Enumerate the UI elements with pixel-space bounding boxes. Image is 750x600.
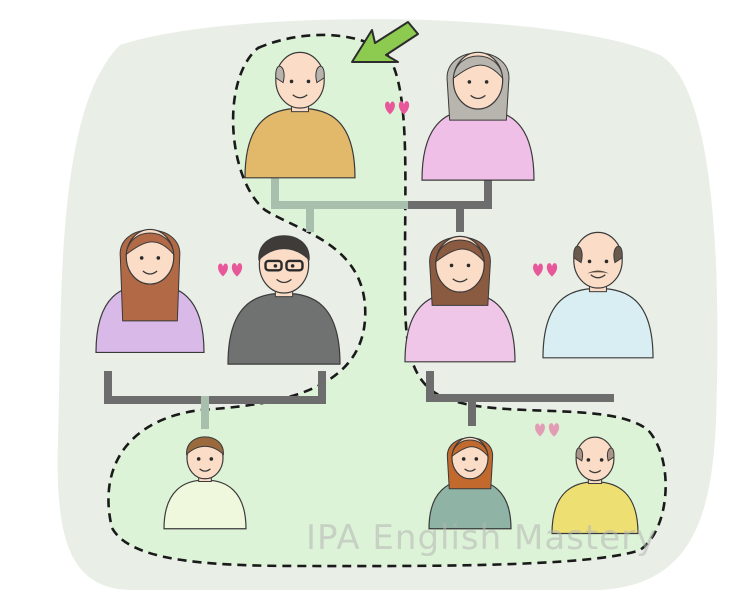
heart-shape [398, 101, 410, 115]
eye [289, 79, 294, 84]
hair [575, 447, 615, 462]
hair-fringe [451, 439, 489, 458]
heart-shape [548, 423, 560, 437]
family-member-grandmother [421, 51, 535, 181]
eye [306, 79, 311, 84]
moustache [587, 270, 609, 274]
arrow-icon [351, 21, 419, 63]
heart-shape [231, 263, 243, 277]
family-member-father [542, 231, 654, 359]
face [573, 231, 623, 289]
family-member-grandfather [244, 51, 356, 179]
mouth [142, 270, 158, 275]
heart-shape [533, 263, 543, 277]
heart-shape [535, 423, 545, 437]
hair-fringe [125, 232, 175, 256]
connector-grandmother-branch [408, 176, 492, 209]
eye [461, 457, 466, 461]
hair [275, 65, 325, 84]
watermark: IPA English Mastery [306, 518, 658, 558]
heart-icon [535, 423, 560, 437]
mouth [452, 278, 468, 283]
family-member-sister [428, 436, 512, 530]
eye [156, 256, 161, 260]
eye [273, 264, 278, 268]
connector-grandfather-branch [271, 174, 416, 209]
family-member-self [551, 436, 639, 535]
mouth [292, 94, 308, 99]
connector-aunt-uncle [104, 371, 326, 404]
hair-fringe [435, 239, 485, 264]
eye [466, 263, 471, 268]
family-member-uncle [227, 235, 341, 365]
connector-mother-father [426, 371, 614, 402]
heart-shape [218, 263, 228, 277]
hair-fringe [452, 55, 504, 80]
mouth [470, 94, 486, 100]
hair [573, 245, 623, 264]
eye [599, 458, 604, 462]
mouth [464, 468, 476, 472]
eye [290, 264, 295, 268]
eye [484, 80, 489, 84]
heart-shape [385, 101, 395, 115]
eye [139, 256, 144, 260]
connector-gen1 [271, 174, 492, 232]
heart-icon [385, 101, 410, 115]
family-member-aunt [95, 228, 205, 354]
eye [449, 263, 454, 268]
eye [474, 457, 479, 461]
eye [467, 80, 472, 84]
heart-icon [533, 263, 558, 277]
family-member-mother [404, 235, 516, 363]
family-member-cousin [163, 436, 247, 530]
family-members [95, 51, 654, 535]
eye [604, 259, 609, 264]
glasses [285, 259, 304, 272]
mouth [199, 468, 211, 472]
face [575, 436, 615, 482]
eye [196, 457, 201, 461]
eye [587, 259, 592, 264]
hair [258, 235, 310, 261]
mouth [276, 278, 292, 284]
heart-shape [546, 263, 558, 277]
connector-gen2-left [104, 371, 326, 429]
glasses [264, 259, 283, 272]
arrow-pointer [351, 21, 419, 63]
connector-gen2-right [426, 371, 614, 426]
hair [186, 436, 224, 456]
eye [586, 458, 591, 462]
mouth [590, 274, 606, 279]
eye [209, 457, 214, 461]
mouth [588, 469, 602, 474]
face [275, 51, 325, 109]
heart-icon [218, 263, 243, 277]
